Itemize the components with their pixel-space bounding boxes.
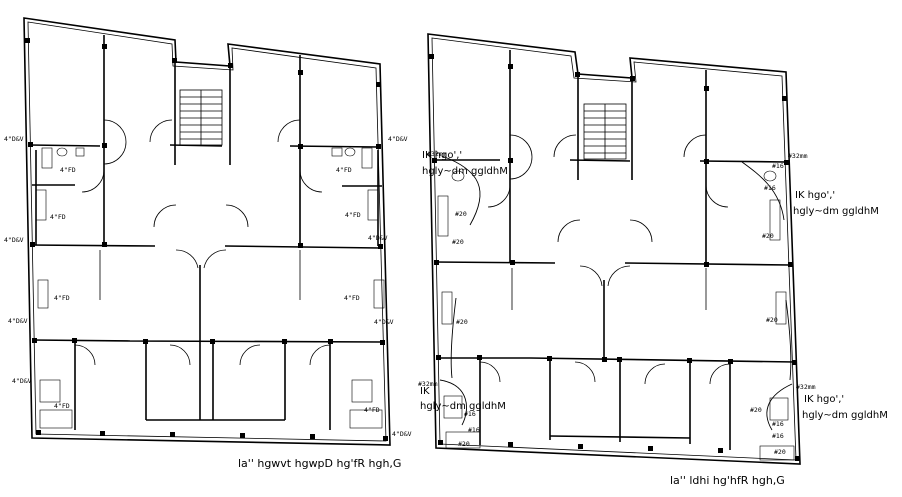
right-supply-lines: [439, 155, 793, 431]
pipe-label: #20: [774, 448, 786, 456]
pipe-label: #20: [766, 316, 778, 324]
note-line: IK hgo',': [795, 190, 835, 201]
note-line: IK hgo',': [804, 394, 844, 405]
pipe-label: #32mm: [796, 383, 816, 391]
left-plumbing-labels: 4"D&V 4"FD 4"D&V 4"FD 4"FD 4"D&V 4"FD 4"…: [4, 135, 412, 438]
note-line: hgly~dm ggldhM: [802, 410, 888, 421]
label-dv: 4"D&V: [392, 430, 412, 438]
left-outer-wall: [23, 17, 391, 446]
label-dv: 4"D&V: [8, 317, 28, 325]
left-floor-plan: 4"D&V 4"FD 4"D&V 4"FD 4"FD 4"D&V 4"FD 4"…: [4, 17, 412, 470]
pipe-label: #32mm: [427, 150, 447, 158]
pipe-label: #16: [464, 410, 476, 418]
label-dv: 4"D&V: [4, 135, 24, 143]
pipe-label: #32mm: [788, 152, 808, 160]
label-fd: 4"FD: [344, 294, 360, 302]
right-fixtures: [437, 170, 795, 461]
label-dv: 4"D&V: [4, 236, 24, 244]
label-fd: 4"FD: [336, 166, 352, 174]
label-dv: 4"D&V: [374, 318, 394, 326]
label-fd: 4"FD: [54, 294, 70, 302]
right-plan-caption: la'' ldhi hg'hfR hgh,G: [670, 474, 785, 487]
note-line: IK hgo',': [422, 150, 462, 161]
pipe-label: #16: [764, 184, 776, 192]
note-line: hgly~dm ggldhM: [422, 166, 508, 177]
left-doors: [74, 119, 331, 366]
left-plan-caption: la'' hgwvt hgwpD hg'fR hgh,G: [238, 457, 401, 470]
note-line: IK: [420, 386, 430, 397]
pipe-label: #20: [452, 238, 464, 246]
label-dv: 4"D&V: [12, 377, 32, 385]
label-fd: 4"FD: [60, 166, 76, 174]
left-stair: [179, 89, 223, 146]
pipe-label: #20: [458, 440, 470, 448]
right-doors: [479, 134, 731, 385]
pipe-label: #16: [772, 420, 784, 428]
pipe-label: #16: [772, 432, 784, 440]
pipe-label: #16: [468, 426, 480, 434]
pipe-label: #20: [456, 318, 468, 326]
left-fixtures: [35, 147, 385, 429]
right-pipe-labels: #32mm #32mm #32mm #32mm #20 #20 #20 #20 …: [418, 150, 816, 456]
right-stair: [583, 103, 627, 160]
right-outer-wall: [427, 33, 801, 465]
left-columns: [25, 38, 388, 441]
pipe-label: #20: [455, 210, 467, 218]
note-line: hgly~dm ggldhM: [420, 401, 506, 412]
right-columns: [429, 54, 800, 461]
pipe-label: #16: [772, 162, 784, 170]
label-dv: 4"D&V: [368, 234, 388, 242]
label-fd: 4"FD: [345, 211, 361, 219]
pipe-label: #20: [762, 232, 774, 240]
label-fd: 4"FD: [54, 402, 70, 410]
pipe-label: #20: [750, 406, 762, 414]
right-floor-plan: IK hgo',' hgly~dm ggldhM IK hgo',' hgly~…: [418, 33, 888, 487]
note-line: hgly~dm ggldhM: [793, 206, 879, 217]
label-fd: 4"FD: [364, 406, 380, 414]
label-fd: 4"FD: [50, 213, 66, 221]
right-notes: IK hgo',' hgly~dm ggldhM IK hgo',' hgly~…: [420, 150, 888, 421]
label-dv: 4"D&V: [388, 135, 408, 143]
pipe-label: #32mm: [418, 380, 438, 388]
